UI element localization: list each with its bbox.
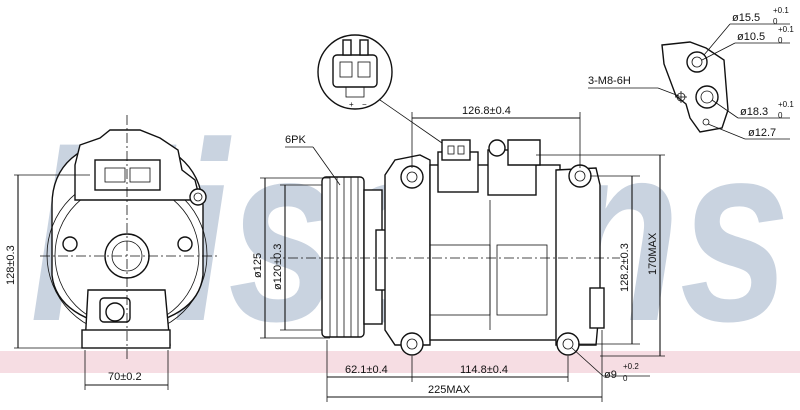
label-d155-main: ø15.5 [732,12,760,24]
label-belt: 6PK [285,134,306,146]
callout-belt: 6PK [285,134,341,186]
connector-plus: + [349,100,354,109]
dim-pulley: ø125 ø120±0.3 [252,177,330,339]
label-dim-114: 114.8±0.4 [460,364,508,376]
label-d127: ø12.7 [748,127,776,139]
label-pulley-outer: ø125 [252,253,264,278]
connector-detail: + − [317,34,443,144]
label-d183-tol-top: +0.1 [778,100,794,109]
label-d155-tol-bot: 0 [773,17,778,26]
label-pulley-inner: ø120±0.3 [272,244,284,290]
dim-bottom-row: 62.1±0.4 114.8±0.4 225MAX [326,330,603,402]
label-right-height: 128.2±0.3 [619,243,631,292]
connector-minus: − [362,100,367,109]
flange-detail: ø15.5 +0.1 0 ø10.5 +0.1 0 3-M8-6H ø18.3 … [588,6,794,140]
label-d105-tol-top: +0.1 [778,25,794,34]
label-d105-tol-bot: 0 [778,36,783,45]
watermark-band [0,351,800,373]
dim-right-heights: 128.2±0.3 170MAX [536,154,665,357]
dim-top-length: 126.8±0.4 [411,105,581,168]
label-hole9-tol-bot: 0 [623,374,628,383]
label-height-left: 128±0.3 [5,245,17,285]
label-d183-tol-bot: 0 [778,111,783,120]
side-view [270,139,620,356]
label-d183-main: ø18.3 [740,106,768,118]
label-width-bottom: 70±0.2 [108,371,142,383]
front-view [40,115,220,360]
label-d105-main: ø10.5 [737,31,765,43]
label-thread: 3-M8-6H [588,75,631,87]
label-d155-tol-top: +0.1 [773,6,789,15]
dim-width-bottom: 70±0.2 [84,350,169,390]
label-max-length: 225MAX [428,384,471,396]
label-max-height: 170MAX [647,232,659,275]
label-top-length: 126.8±0.4 [462,105,511,117]
dim-height-left: 128±0.3 [5,174,90,349]
label-hole9-tol-top: +0.2 [623,362,639,371]
callout-hole-9: ø9 +0.2 0 [571,347,650,383]
label-dim-62: 62.1±0.4 [345,364,388,376]
label-hole9-main: ø9 [604,369,617,381]
